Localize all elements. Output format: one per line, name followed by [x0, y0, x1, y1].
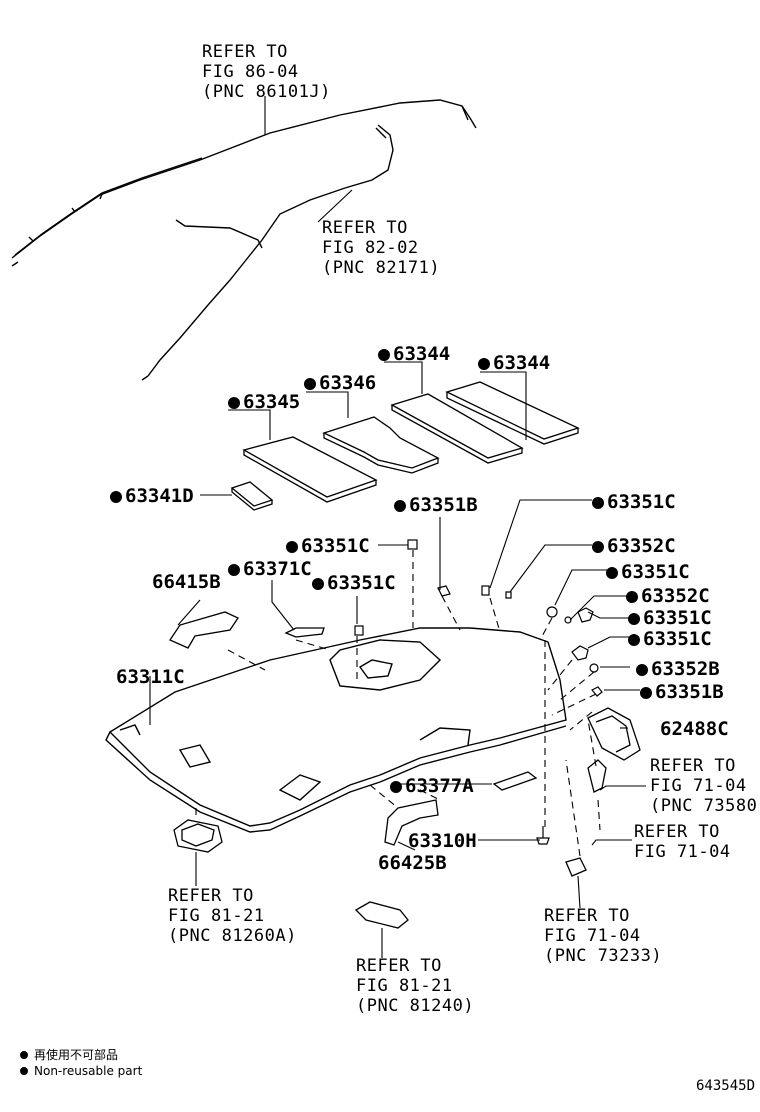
non-reusable-dot-icon — [478, 358, 490, 370]
part-63311C: 63311C — [116, 666, 185, 688]
part-66425B: 66425B — [378, 852, 447, 874]
non-reusable-dot-icon — [20, 1067, 28, 1075]
part-63344-a: 63344 — [378, 343, 450, 365]
brackets — [169, 611, 641, 929]
non-reusable-dot-icon — [606, 567, 618, 579]
part-62488C: 62488C — [660, 718, 729, 740]
part-63351C-r1: 63351C — [592, 491, 676, 513]
part-63371C: 63371C — [228, 558, 312, 580]
part-63352C-r1: 63352C — [592, 535, 676, 557]
center-wire-harness — [141, 124, 394, 381]
part-63346: 63346 — [304, 372, 376, 394]
part-63377A: 63377A — [390, 775, 474, 797]
non-reusable-dot-icon — [636, 664, 648, 676]
legend-en: Non-reusable part — [20, 1064, 142, 1078]
part-63344-b: 63344 — [478, 352, 550, 374]
non-reusable-dot-icon — [626, 591, 638, 603]
diagram-code: 643545D — [696, 1078, 756, 1094]
non-reusable-dot-icon — [228, 564, 240, 576]
pad-parts — [230, 381, 580, 511]
part-63310H: 63310H — [408, 830, 477, 852]
roof-wire-harness — [11, 99, 477, 267]
fasteners — [354, 539, 603, 845]
headliner-panel — [105, 627, 567, 833]
non-reusable-dot-icon — [110, 491, 122, 503]
part-63351C-c: 63351C — [312, 572, 396, 594]
part-63351C-mid: 63351C — [286, 535, 370, 557]
dashed-lines — [195, 550, 601, 857]
non-reusable-dot-icon — [228, 397, 240, 409]
non-reusable-dot-icon — [394, 500, 406, 512]
non-reusable-dot-icon — [312, 578, 324, 590]
non-reusable-dot-icon — [592, 497, 604, 509]
part-63351B-r: 63351B — [640, 681, 724, 703]
non-reusable-dot-icon — [390, 781, 402, 793]
non-reusable-dot-icon — [286, 541, 298, 553]
leader-lines — [149, 96, 646, 958]
part-63351C-r2: 63351C — [606, 561, 690, 583]
part-63352B: 63352B — [636, 658, 720, 680]
non-reusable-dot-icon — [640, 687, 652, 699]
part-66415B: 66415B — [152, 571, 221, 593]
part-63352C-r2: 63352C — [626, 585, 710, 607]
part-63351B-top: 63351B — [394, 494, 478, 516]
non-reusable-dot-icon — [628, 634, 640, 646]
part-63351C-r4: 63351C — [628, 628, 712, 650]
part-63345: 63345 — [228, 391, 300, 413]
non-reusable-dot-icon — [592, 541, 604, 553]
part-63341D: 63341D — [110, 485, 194, 507]
non-reusable-dot-icon — [378, 349, 390, 361]
non-reusable-dot-icon — [628, 613, 640, 625]
non-reusable-dot-icon — [304, 378, 316, 390]
non-reusable-dot-icon — [20, 1051, 28, 1059]
part-63351C-r3: 63351C — [628, 607, 712, 629]
legend-jp: 再使用不可部品 — [20, 1046, 118, 1063]
